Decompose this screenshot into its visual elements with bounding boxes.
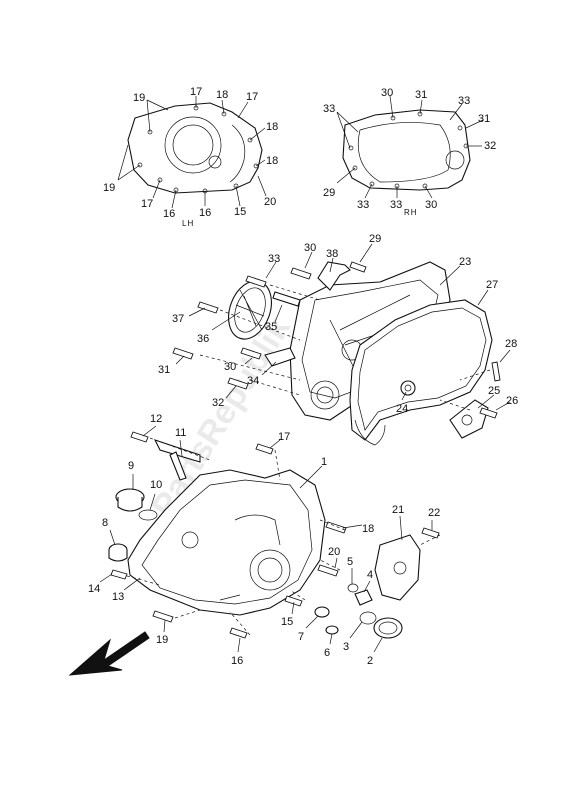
leader-lines — [99, 95, 511, 653]
part-5 — [347, 583, 359, 593]
callout-16: 16 — [231, 655, 243, 667]
callout-mid-26: 26 — [506, 395, 518, 407]
rh-gasket — [342, 109, 471, 191]
callout-lh-17-a: 17 — [190, 86, 202, 98]
part-8 — [108, 543, 128, 562]
part-4 — [354, 589, 373, 606]
part-38 — [317, 261, 351, 291]
callout-13: 13 — [112, 591, 124, 603]
callout-7: 7 — [298, 631, 304, 643]
callout-rh-30-b: 30 — [425, 199, 437, 211]
part-2 — [373, 617, 403, 639]
callout-mid-34: 34 — [247, 375, 259, 387]
callout-rh-33-b: 30 — [381, 87, 393, 99]
callout-mid-38: 38 — [326, 248, 338, 260]
part-24 — [400, 380, 416, 396]
dash-lines-mid — [199, 284, 491, 411]
callout-19: 19 — [156, 634, 168, 646]
callout-5: 5 — [347, 556, 353, 568]
callout-17: 17 — [278, 431, 290, 443]
callout-4: 4 — [367, 569, 373, 581]
callout-14: 14 — [88, 583, 100, 595]
part-7 — [314, 606, 330, 618]
callout-8: 8 — [102, 517, 108, 529]
callout-18: 18 — [362, 523, 374, 535]
part-11 — [153, 439, 201, 481]
front-arrow-icon — [68, 631, 150, 676]
part-9 — [115, 488, 145, 512]
part-14 — [110, 569, 128, 580]
callout-15: 15 — [281, 616, 293, 628]
callout-20: 20 — [328, 546, 340, 558]
callout-rh-30-a: 31 — [415, 89, 427, 101]
callout-lh-17-c: 17 — [141, 198, 153, 210]
callout-1: 1 — [321, 456, 327, 468]
callout-rh-33-a: 33 — [323, 103, 335, 115]
lh-gasket — [127, 102, 263, 194]
callout-12: 12 — [150, 413, 162, 425]
callout-2: 2 — [367, 655, 373, 667]
callout-3: 3 — [343, 641, 349, 653]
callout-rh-29: 29 — [323, 187, 335, 199]
bolts-mid — [172, 261, 501, 419]
dash-lines-bottom — [126, 437, 441, 636]
callout-rh-31-a: 33 — [458, 95, 470, 107]
part-25 — [449, 399, 489, 439]
callout-rh-32: 32 — [484, 140, 496, 152]
lh-label: LH — [182, 219, 194, 228]
callout-rh-33-d: 33 — [390, 199, 402, 211]
callout-mid-25: 25 — [488, 385, 500, 397]
callout-lh-19-a: 19 — [133, 92, 145, 104]
callout-mid-24: 24 — [396, 403, 408, 415]
callout-21: 21 — [392, 504, 404, 516]
part-3 — [359, 611, 377, 625]
callout-mid-32: 32 — [212, 397, 224, 409]
callout-rh-33-c: 33 — [357, 199, 369, 211]
callout-10: 10 — [150, 479, 162, 491]
rh-label: RH — [404, 208, 418, 217]
part-35 — [272, 291, 301, 307]
callout-lh-18-c: 18 — [266, 155, 278, 167]
callout-lh-15: 15 — [234, 206, 246, 218]
callout-9: 9 — [128, 460, 134, 472]
callout-lh-18-a: 18 — [216, 89, 228, 101]
callout-mid-29: 29 — [369, 233, 381, 245]
callout-22: 22 — [428, 507, 440, 519]
part-6 — [325, 625, 339, 635]
callout-mid-33: 33 — [268, 253, 280, 265]
callout-lh-17-b: 17 — [246, 91, 258, 103]
callout-lh-16-b: 16 — [199, 207, 211, 219]
callout-lh-20: 20 — [264, 196, 276, 208]
callout-mid-23: 23 — [459, 256, 471, 268]
callout-6: 6 — [324, 647, 330, 659]
callout-mid-37: 37 — [172, 313, 184, 325]
callout-mid-30-b: 30 — [224, 361, 236, 373]
callout-mid-30: 30 — [304, 242, 316, 254]
part-21 — [374, 534, 421, 601]
callout-11: 11 — [175, 427, 186, 439]
cover-gasket-27 — [349, 299, 493, 446]
callout-lh-19-b: 19 — [103, 182, 115, 194]
callout-lh-16-a: 16 — [163, 208, 175, 220]
callout-mid-28: 28 — [505, 338, 517, 350]
callout-lh-18-b: 18 — [266, 121, 278, 133]
part-10 — [138, 509, 158, 521]
callout-mid-27: 27 — [486, 279, 498, 291]
crankcase-cover-lh — [127, 469, 326, 616]
callout-mid-35: 35 — [265, 321, 277, 333]
callout-mid-36: 36 — [197, 333, 209, 345]
callout-mid-31: 31 — [158, 364, 170, 376]
callout-rh-31-b: 31 — [478, 113, 490, 125]
part-34 — [264, 347, 296, 367]
